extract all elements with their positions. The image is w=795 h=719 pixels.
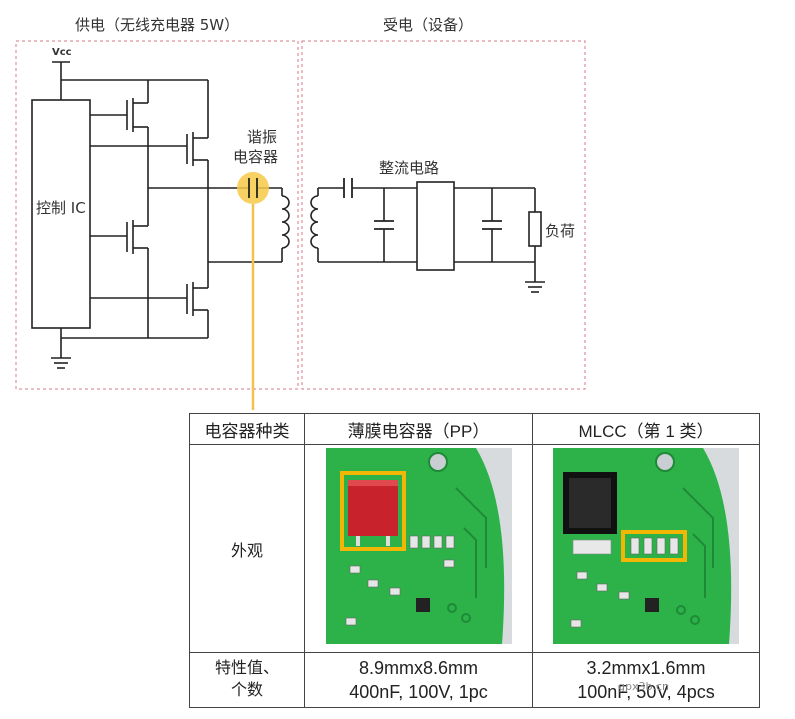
resonant-capacitor-highlight	[237, 172, 269, 204]
film-photo-cell	[304, 444, 533, 653]
film-spec: 8.9mmx8.6mm 400nF, 100V, 1pc	[304, 652, 533, 708]
film-capacitor-body	[347, 480, 398, 536]
film-capacitor-photo	[325, 448, 512, 644]
vcc-label: Vcc	[52, 47, 72, 58]
spec-label: 特性值、 个数	[189, 652, 305, 708]
spec-label-line1: 特性值、	[214, 660, 279, 677]
ic-chip	[645, 598, 659, 612]
appearance-label: 外观	[189, 444, 305, 653]
secondary-coil	[310, 195, 319, 249]
header-capacitor-type: 电容器种类	[189, 413, 305, 445]
table-header-row: 电容器种类 薄膜电容器（PP） MLCC（第 1 类）	[189, 413, 760, 445]
rectifier-box	[416, 181, 455, 271]
mlcc-photo-cell	[532, 444, 760, 653]
mlcc-spec-rating: 100nF, 50V, 4pcs	[577, 682, 715, 702]
load-resistor	[528, 211, 542, 247]
primary-coil	[281, 195, 290, 249]
film-spec-size: 8.9mmx8.6mm	[358, 658, 479, 678]
control-ic-label: 控制 IC	[36, 199, 86, 217]
ic-chip	[415, 598, 430, 612]
capacitor-comparison-table: 电容器种类 薄膜电容器（PP） MLCC（第 1 类） 外观	[189, 413, 760, 708]
mlcc-chips	[630, 537, 679, 555]
header-mlcc: MLCC（第 1 类）	[532, 413, 760, 445]
supply-section-box	[15, 40, 299, 390]
resonant-capacitor	[248, 178, 258, 198]
mlcc-photo	[553, 448, 739, 644]
control-ic-box	[31, 99, 91, 329]
watermark: gpx3b.cn	[618, 680, 669, 693]
load-label: 负荷	[545, 222, 576, 240]
spec-label-line2: 个数	[230, 682, 263, 699]
circuit-schematic	[15, 40, 586, 410]
mlcc-highlight-box	[621, 530, 687, 562]
supply-section-title: 供电（无线充电器 5W）	[75, 16, 240, 34]
receive-section-title: 受电（设备）	[383, 16, 474, 34]
header-film-capacitor: 薄膜电容器（PP）	[304, 413, 533, 445]
mlcc-spec: 3.2mmx1.6mm 100nF, 50V, 4pcs	[532, 652, 760, 708]
mlcc-spec-size: 3.2mmx1.6mm	[586, 658, 706, 678]
film-highlight-box	[339, 471, 406, 551]
resonant-cap-label-line2: 电容器	[233, 148, 279, 166]
receive-section-box	[301, 40, 586, 390]
resonant-cap-label-line1: 谐振	[247, 128, 278, 146]
appearance-row: 外观	[189, 444, 760, 653]
spec-row: 特性值、 个数 8.9mmx8.6mm 400nF, 100V, 1pc 3.2…	[189, 652, 760, 708]
rectifier-label: 整流电路	[379, 159, 440, 177]
film-spec-rating: 400nF, 100V, 1pc	[349, 682, 488, 702]
